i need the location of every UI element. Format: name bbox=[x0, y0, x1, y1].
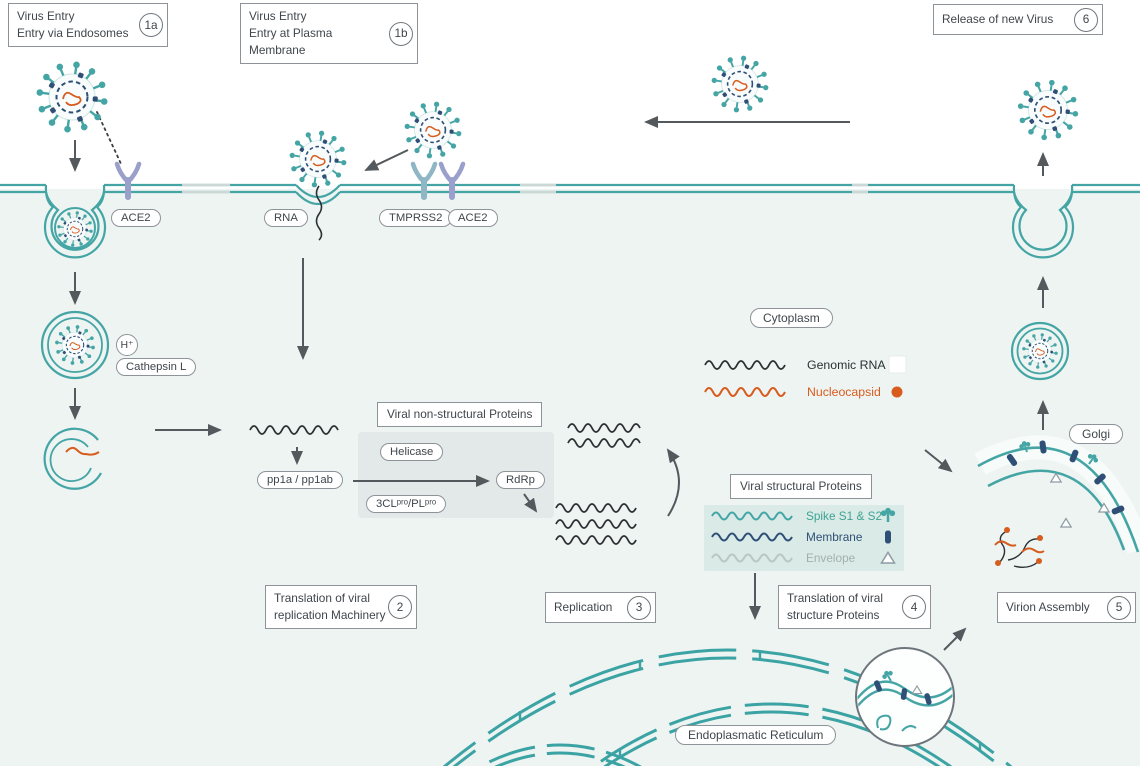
endoplasmic-reticulum-shape bbox=[442, 648, 1013, 766]
genomic-rna-swatch bbox=[888, 355, 907, 374]
step-badge-6: 6 bbox=[1074, 7, 1098, 32]
step-box-entry-endosomes: Virus Entry Entry via Endosomes 1a bbox=[8, 3, 168, 48]
ace2-receptor-right-shape bbox=[438, 161, 466, 200]
step-box-replication: Replication 3 bbox=[545, 592, 656, 624]
step-badge-1b: 1b bbox=[389, 21, 413, 46]
label-h-plus: H⁺ bbox=[116, 334, 138, 356]
label-helicase: Helicase bbox=[380, 443, 444, 461]
endosome-2 bbox=[40, 310, 110, 380]
tmprss2-receptor-shape bbox=[410, 161, 438, 200]
virus-ace2-dotted-link bbox=[96, 111, 123, 167]
nucleocapsid-dot bbox=[891, 386, 903, 398]
structural-title-box: Viral structural Proteins bbox=[730, 474, 872, 500]
label-proteases: 3CLᵖʳᵒ/PLᵖʳᵒ bbox=[366, 495, 447, 513]
flow-arrows bbox=[69, 116, 1049, 651]
legend-spike: Spike S1 & S2 bbox=[806, 509, 883, 523]
step-box-release: Release of new Virus 6 bbox=[933, 4, 1103, 36]
membrane-pale-segments bbox=[182, 183, 868, 194]
label-tmprss2: TMPRSS2 bbox=[379, 209, 453, 227]
label-ace2-left: ACE2 bbox=[111, 209, 161, 227]
step-box-virion-assembly: Virion Assembly 5 bbox=[997, 592, 1136, 624]
genomic-rna-waves bbox=[249, 185, 786, 545]
step-box-translation-replication: Translation of viral replication Machine… bbox=[265, 585, 417, 630]
step-title: Replication bbox=[554, 600, 613, 614]
step-title-line2: Entry via Endosomes bbox=[17, 26, 129, 41]
label-ace2-right: ACE2 bbox=[448, 209, 498, 227]
label-cytoplasm: Cytoplasm bbox=[750, 308, 833, 328]
step-badge-5: 5 bbox=[1107, 595, 1131, 620]
nucleocapsid-wave bbox=[704, 387, 786, 397]
label-rdrp: RdRp bbox=[496, 471, 545, 489]
structural-legend-waves bbox=[711, 511, 793, 563]
label-rna: RNA bbox=[264, 209, 308, 227]
step-badge-2: 2 bbox=[388, 595, 412, 620]
step-title-line1: Translation of viral bbox=[274, 591, 370, 605]
ace2-receptor-left-shape bbox=[114, 161, 142, 200]
nucleocapsid-cluster bbox=[994, 527, 1045, 569]
step-title: Release of new Virus bbox=[942, 12, 1054, 26]
endosome-vesicle-1 bbox=[54, 207, 96, 249]
label-pp1a-pp1ab: pp1a / pp1ab bbox=[257, 471, 343, 489]
golgi-shape bbox=[974, 435, 1140, 554]
legend-genomic-rna: Genomic RNA bbox=[807, 358, 886, 372]
label-cathepsin-l: Cathepsin L bbox=[116, 358, 197, 376]
step-title-line2: replication Machinery bbox=[274, 608, 386, 623]
step-title-line2: Entry at Plasma Membrane bbox=[249, 26, 333, 58]
legend-envelope: Envelope bbox=[806, 551, 856, 565]
step-badge-1a: 1a bbox=[139, 13, 163, 38]
step-badge-4: 4 bbox=[902, 595, 926, 620]
cytoplasm-background bbox=[0, 189, 1140, 766]
label-golgi: Golgi bbox=[1069, 424, 1124, 444]
nonstructural-title-box: Viral non-structural Proteins bbox=[377, 402, 543, 428]
step-title-line1: Virus Entry bbox=[249, 9, 307, 23]
step-title-line1: Translation of viral bbox=[787, 591, 883, 605]
membrane-protein-icon bbox=[885, 530, 891, 544]
step-badge-3: 3 bbox=[627, 595, 651, 620]
step-box-translation-structure: Translation of viral structure Proteins … bbox=[778, 585, 931, 630]
endosome-3-opening bbox=[43, 427, 102, 490]
step-box-entry-plasma: Virus Entry Entry at Plasma Membrane 1b bbox=[240, 3, 418, 65]
structural-panel bbox=[704, 505, 904, 571]
er-magnifier bbox=[855, 647, 955, 747]
step-title-line2: structure Proteins bbox=[787, 608, 880, 623]
transport-vesicle bbox=[1010, 321, 1070, 381]
legend-membrane: Membrane bbox=[806, 530, 863, 544]
legend-nucleocapsid: Nucleocapsid bbox=[807, 385, 881, 399]
label-endoplasmatic-reticulum: Endoplasmatic Reticulum bbox=[675, 725, 837, 745]
step-title: Virion Assembly bbox=[1006, 600, 1090, 614]
step-title-line1: Virus Entry bbox=[17, 9, 75, 23]
